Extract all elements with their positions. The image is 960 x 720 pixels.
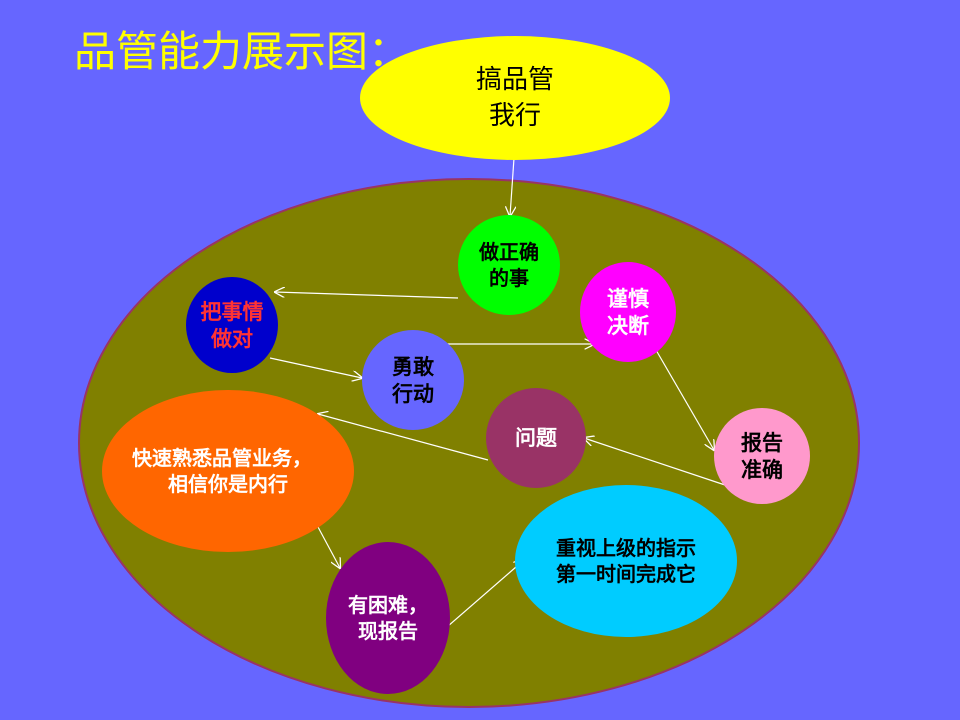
node-brave: 勇敢 行动 [362,330,464,430]
node-report: 报告 准确 [714,408,810,504]
node-difficult-line1: 有困难， [348,593,428,617]
node-familiar-line1: 快速熟悉品管业务， [132,446,312,470]
node-value-line2: 第一时间完成它 [556,562,696,586]
page-title: 品管能力展示图： [74,27,411,76]
node-cautious-line1: 谨慎 [607,285,649,311]
node-familiar: 快速熟悉品管业务， 相信你是内行 [102,390,354,552]
arrow-problem-to-familiar [318,414,489,461]
node-brave-line1: 勇敢 [392,353,434,379]
node-do-right-line2: 的事 [489,266,529,290]
arrow-cautious-to-report [655,349,714,450]
node-top-line2: 我行 [488,101,541,131]
node-do-things: 把事情 做对 [186,277,278,373]
node-top-line1: 搞品管 [475,64,554,95]
node-top: 搞品管 我行 [360,36,670,160]
node-do-things-line1: 把事情 [200,298,264,324]
node-brave-line2: 行动 [392,381,434,406]
node-value: 重视上级的指示 第一时间完成它 [515,485,737,637]
arrow-do-things-to-brave [269,357,362,378]
arrow-report-to-problem [584,438,729,487]
node-familiar-line2: 相信你是内行 [168,472,288,496]
node-do-right-line1: 做正确 [479,240,539,264]
arrow-familiar-to-difficult [317,526,340,568]
node-do-right: 做正确 的事 [458,215,560,315]
node-difficult-line2: 现报告 [358,619,418,643]
node-difficult: 有困难， 现报告 [326,542,450,694]
node-report-line2: 准确 [741,457,783,482]
node-value-line1: 重视上级的指示 [556,536,696,560]
node-problem: 问题 [486,388,586,488]
node-do-things-line2: 做对 [211,326,253,351]
node-report-line1: 报告 [741,429,783,455]
arrow-do-right-to-do-things [275,292,459,299]
node-problem-line1: 问题 [515,425,557,451]
node-cautious-line2: 决断 [607,313,649,338]
node-cautious: 谨慎 决断 [580,262,676,362]
arrow-top-to-do-right [510,157,514,216]
